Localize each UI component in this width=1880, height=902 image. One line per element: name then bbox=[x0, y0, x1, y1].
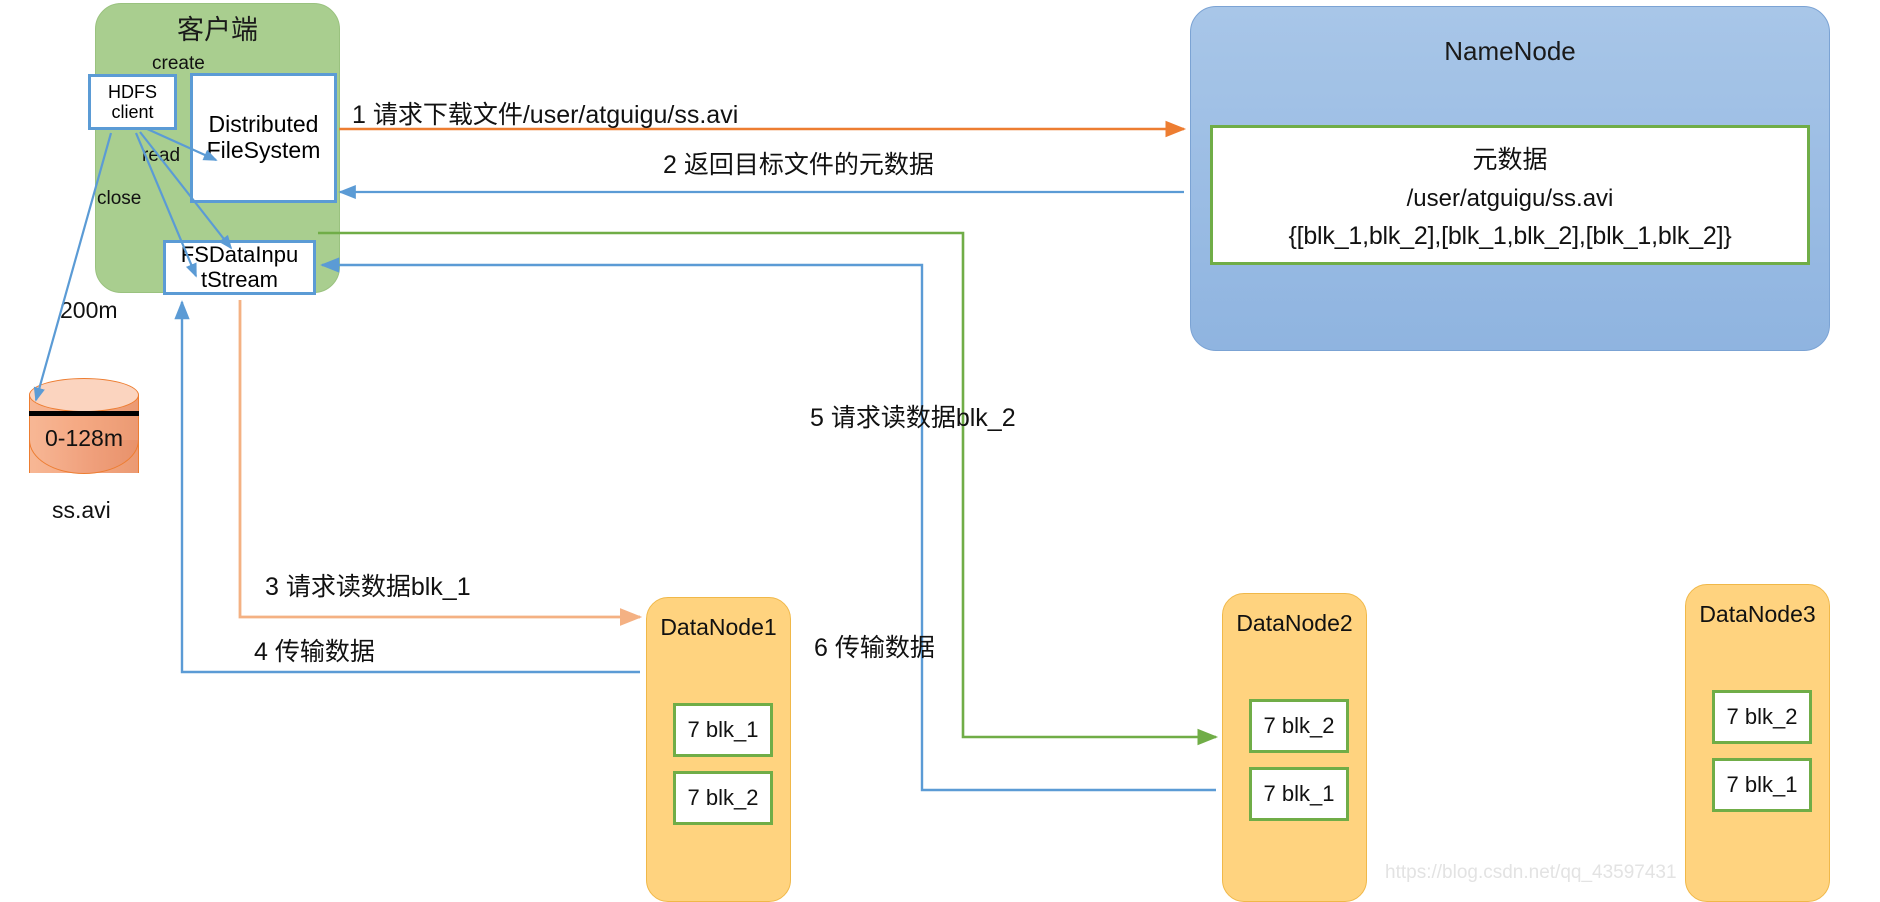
hdfs-client-label-line2: client bbox=[111, 102, 154, 122]
datanode3-title: DataNode3 bbox=[1699, 601, 1816, 627]
step3-label: 3 请求读数据blk_1 bbox=[265, 573, 471, 601]
distributed-filesystem-label-line2: FileSystem bbox=[206, 137, 321, 163]
edge-label-close: close bbox=[97, 188, 142, 209]
edge-label-create: create bbox=[152, 53, 205, 74]
fsdatainputstream-label-line2: tStream bbox=[200, 266, 279, 292]
edge-label-read: read bbox=[142, 145, 181, 166]
step1-label: 1 请求下载文件/user/atguigu/ss.avi bbox=[352, 101, 739, 129]
namenode-metadata-box: 元数据 /user/atguigu/ss.avi {[blk_1,blk_2],… bbox=[1210, 125, 1810, 265]
step6-label: 6 传输数据 bbox=[814, 634, 935, 662]
datanode2-title: DataNode2 bbox=[1236, 610, 1353, 636]
datanode1-title: DataNode1 bbox=[660, 614, 777, 640]
metadata-path: /user/atguigu/ss.avi bbox=[1406, 184, 1614, 212]
datanode3-block-1: 7 blk_2 bbox=[1712, 690, 1812, 744]
distributed-filesystem-box: Distributed FileSystem bbox=[190, 73, 337, 203]
namenode-title: NameNode bbox=[1444, 36, 1576, 66]
step2-label: 2 返回目标文件的元数据 bbox=[663, 151, 934, 179]
metadata-blocks: {[blk_1,blk_2],[blk_1,blk_2],[blk_1,blk_… bbox=[1288, 221, 1732, 250]
step5-label: 5 请求读数据blk_2 bbox=[810, 404, 1016, 432]
fsdatainputstream-label-line1: FSDataInpu bbox=[180, 241, 299, 267]
source-file-block-label: 0-128m bbox=[45, 425, 123, 451]
watermark-text: https://blog.csdn.net/qq_43597431 bbox=[1385, 862, 1677, 883]
step4-arrow bbox=[174, 300, 640, 674]
client-panel-title: 客户端 bbox=[177, 15, 258, 46]
datanode2-block-1: 7 blk_2 bbox=[1249, 699, 1349, 753]
datanode3-panel: DataNode3 7 blk_2 7 blk_1 bbox=[1685, 584, 1830, 902]
source-file-size-label: 200m bbox=[60, 297, 118, 323]
datanode2-panel: DataNode2 7 blk_2 7 blk_1 bbox=[1222, 593, 1367, 902]
fsdatainputstream-box: FSDataInpu tStream bbox=[163, 240, 316, 295]
datanode3-block-2: 7 blk_1 bbox=[1712, 758, 1812, 812]
hdfs-client-label-line1: HDFS bbox=[108, 81, 157, 102]
datanode1-panel: DataNode1 7 blk_1 7 blk_2 bbox=[646, 597, 791, 902]
hdfs-client-box: HDFS client bbox=[88, 74, 177, 130]
step4-label: 4 传输数据 bbox=[254, 638, 375, 666]
datanode1-block-1: 7 blk_1 bbox=[673, 703, 773, 757]
datanode2-block-2: 7 blk_1 bbox=[1249, 767, 1349, 821]
distributed-filesystem-label-line1: Distributed bbox=[208, 111, 319, 138]
source-file-name-label: ss.avi bbox=[52, 497, 111, 523]
source-file-cylinder-top bbox=[29, 378, 139, 412]
metadata-title: 元数据 bbox=[1472, 144, 1548, 174]
source-file-block-divider bbox=[29, 411, 139, 416]
datanode1-block-2: 7 blk_2 bbox=[673, 771, 773, 825]
